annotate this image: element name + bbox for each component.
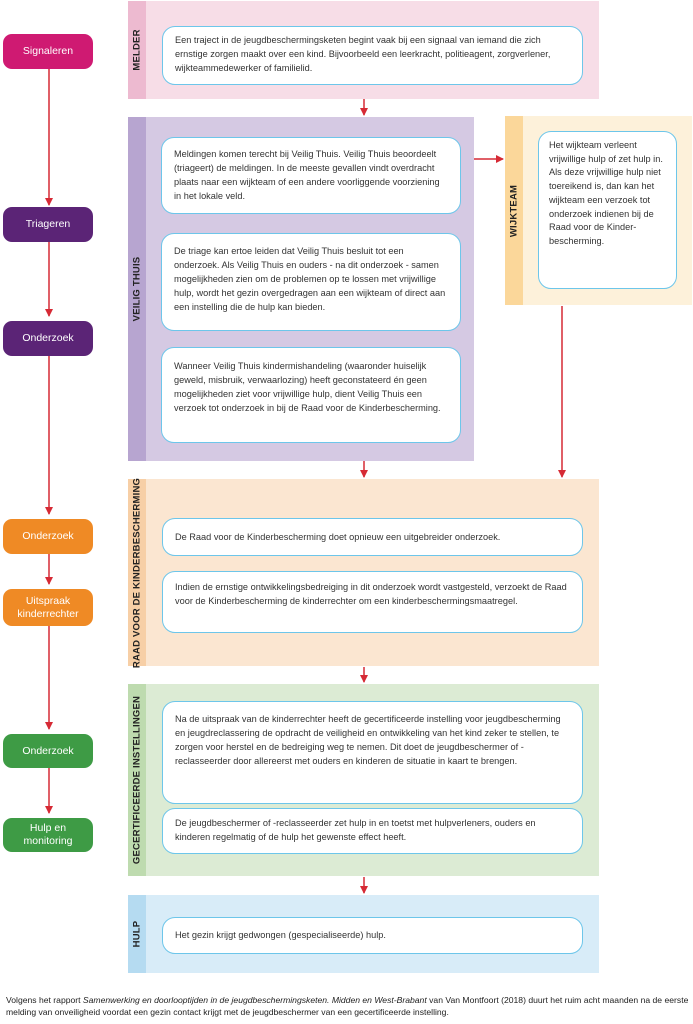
footnote-report-title: Samenwerking en doorlooptijden in de jeu… bbox=[82, 995, 427, 1005]
veilig-thuis-card-1: Meldingen komen terecht bij Veilig Thuis… bbox=[161, 137, 461, 214]
phase-onderzoek-label: Onderzoek bbox=[22, 332, 74, 344]
phase-uitspraak-label-1: Uitspraak bbox=[25, 594, 71, 607]
veilig-thuis-card-2: De triage kan ertoe leiden dat Veilig Th… bbox=[161, 233, 461, 331]
raad-panel: RAAD VOOR DE KINDERBESCHERMING De Raad v… bbox=[128, 477, 599, 668]
hulp-side: HULP bbox=[128, 895, 146, 973]
phase-triageren: Triageren bbox=[3, 207, 93, 242]
raad-card-1: De Raad voor de Kinderbescherming doet o… bbox=[162, 518, 583, 556]
wijkteam-panel: WIJKTEAM Het wijkteam verleent vrijwilli… bbox=[505, 116, 692, 305]
gi-panel: GECERTIFICEERDE INSTELLINGEN Na de uitsp… bbox=[128, 684, 599, 876]
gi-side: GECERTIFICEERDE INSTELLINGEN bbox=[128, 684, 146, 876]
hulp-panel: HULP Het gezin krijgt gedwongen (gespeci… bbox=[128, 895, 599, 973]
gi-card-1: Na de uitspraak van de kinderrechter hee… bbox=[162, 701, 583, 804]
gi-title: GECERTIFICEERDE INSTELLINGEN bbox=[131, 695, 143, 865]
phase-hulp-label-1: Hulp en bbox=[29, 822, 67, 834]
footnote-suffix: van Van Montfoort (2018) duurt het ruim … bbox=[6, 995, 689, 1017]
phase-onderzoek-label: Onderzoek bbox=[22, 530, 74, 542]
melder-title: MELDER bbox=[131, 29, 143, 71]
veilig-thuis-card-3: Wanneer Veilig Thuis kindermishandeling … bbox=[161, 347, 461, 443]
hulp-title: HULP bbox=[131, 920, 143, 948]
phase-triageren-label: Triageren bbox=[25, 218, 71, 230]
footnote: Volgens het rapport Samenwerking en door… bbox=[6, 994, 690, 1018]
gi-card-2: De jeugdbeschermer of -reclasseerder zet… bbox=[162, 808, 583, 854]
phase-signaleren: Signaleren bbox=[3, 34, 93, 69]
phase-onderzoek-gi: Onderzoek bbox=[3, 734, 93, 768]
raad-card-2: Indien de ernstige ontwikkelingsbedreigi… bbox=[162, 571, 583, 633]
melder-card: Een traject in de jeugdbeschermingsketen… bbox=[162, 26, 583, 85]
wijkteam-card: Het wijkteam verleent vrijwillige hulp o… bbox=[538, 131, 677, 289]
raad-side: RAAD VOOR DE KINDERBESCHERMING bbox=[128, 477, 146, 668]
phase-onderzoek-raad: Onderzoek bbox=[3, 519, 93, 554]
veilig-thuis-panel: VEILIG THUIS Meldingen komen terecht bij… bbox=[128, 117, 474, 461]
phase-onderzoek-label: Onderzoek bbox=[22, 744, 74, 757]
phase-onderzoek-veilig-thuis: Onderzoek bbox=[3, 321, 93, 356]
wijkteam-side: WIJKTEAM bbox=[505, 116, 523, 305]
veilig-thuis-side: VEILIG THUIS bbox=[128, 117, 146, 461]
veilig-thuis-title: VEILIG THUIS bbox=[131, 256, 143, 322]
hulp-card: Het gezin krijgt gedwongen (gespecialise… bbox=[162, 917, 583, 954]
phase-signaleren-label: Signaleren bbox=[22, 45, 74, 57]
phase-uitspraak-label-2: kinderrechter bbox=[17, 607, 79, 620]
phase-hulp-label-2: monitoring bbox=[23, 835, 73, 847]
raad-title: RAAD VOOR DE KINDERBESCHERMING bbox=[131, 477, 143, 668]
melder-panel: MELDER Een traject in de jeugdbeschermin… bbox=[128, 1, 599, 99]
wijkteam-title: WIJKTEAM bbox=[508, 184, 520, 237]
melder-side: MELDER bbox=[128, 1, 146, 99]
footnote-prefix: Volgens het rapport bbox=[6, 995, 83, 1005]
